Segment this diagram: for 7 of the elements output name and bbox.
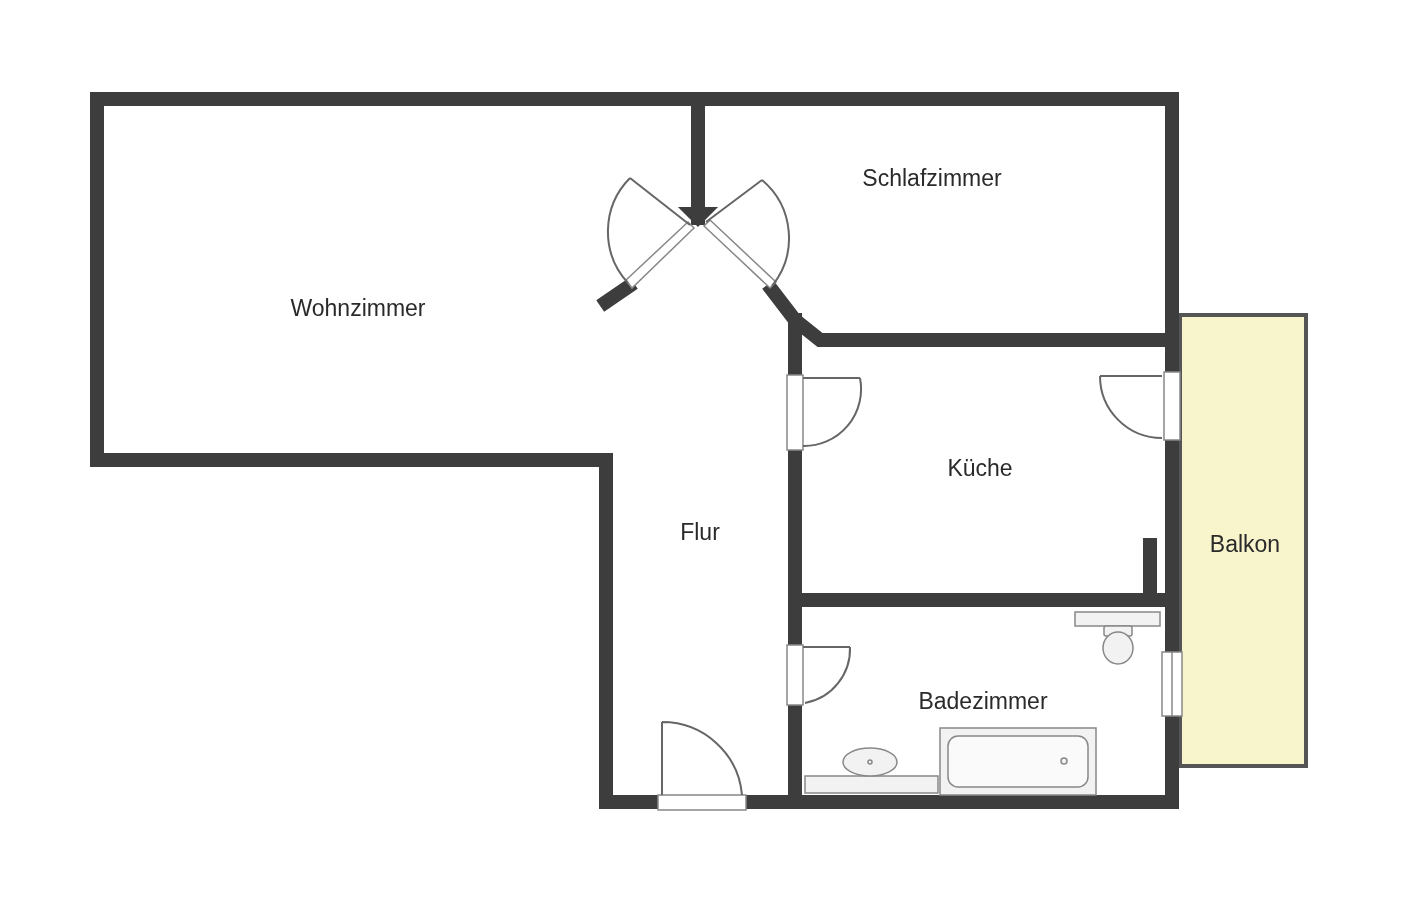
room-label: Flur — [680, 518, 720, 546]
room-label: Schlafzimmer — [862, 164, 1002, 192]
room — [1178, 313, 1308, 768]
room-label: Wohnzimmer — [290, 294, 426, 322]
room-label: Balkon — [1209, 530, 1281, 558]
room-label: Badezimmer — [918, 687, 1048, 715]
room-label: Küche — [947, 454, 1013, 482]
